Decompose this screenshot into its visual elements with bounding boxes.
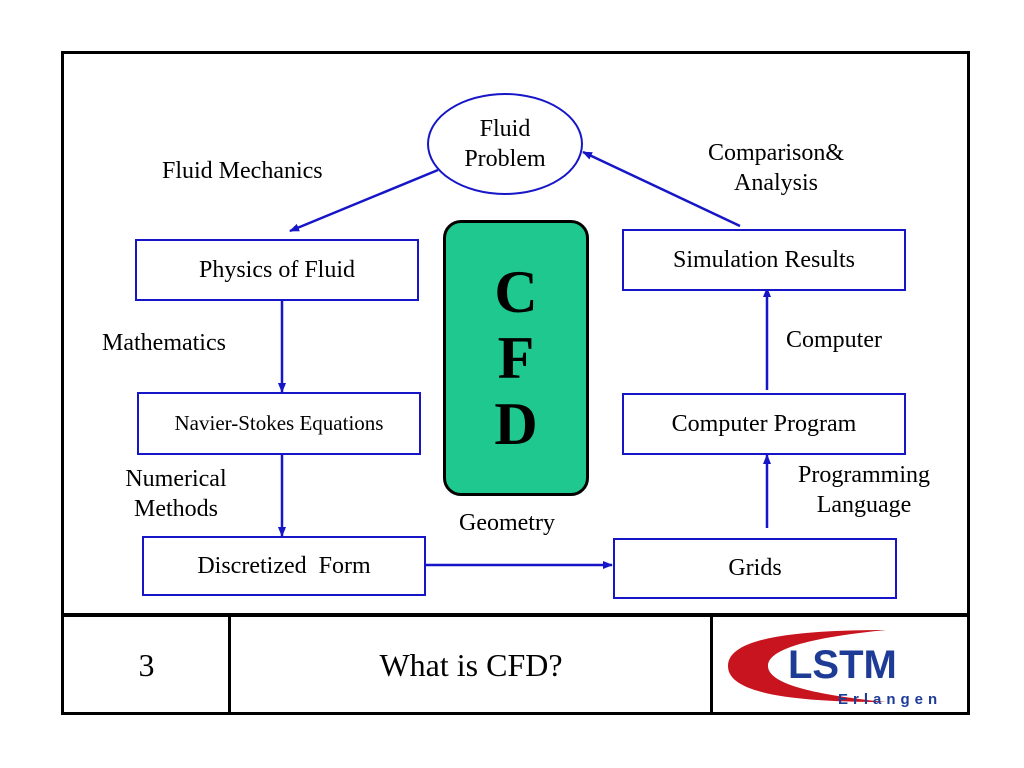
cfd-letter-f: F [497,325,535,391]
discretized-form-label: Discretized Form [197,552,371,579]
logo-main-text: LSTM [788,643,897,687]
logo-sub-text: Erlangen [838,691,942,708]
computer-program-label: Computer Program [671,410,857,437]
navier-stokes-label: Navier-Stokes Equations [174,411,384,435]
label-analysis: Analysis [734,170,818,196]
label-comparison: Comparison& [708,140,844,166]
slide-frame [61,51,970,715]
footer-divider [61,613,970,617]
simulation-results-label: Simulation Results [672,246,855,273]
cfd-letter-d: D [494,391,538,457]
cfd-block: C F D [443,220,589,496]
fluid-problem-line-2: Problem [464,146,546,172]
fluid-problem-node: Fluid Problem [427,93,583,195]
label-fluid-mechanics: Fluid Mechanics [162,158,323,184]
fluid-problem-line-1: Fluid [479,116,531,142]
label-programming: Programming [798,462,930,488]
label-methods: Methods [134,496,218,522]
cfd-letter-c: C [494,259,538,325]
slide-number: 3 [138,646,155,683]
physics-of-fluid-label: Physics of Fluid [198,256,356,283]
label-numerical: Numerical [125,466,227,492]
footer-separator-right [710,615,713,715]
simulation-results-box: Simulation Results [622,229,906,291]
label-mathematics: Mathematics [102,330,226,356]
navier-stokes-box: Navier-Stokes Equations [137,392,421,455]
label-programming-language: Programming Language [783,460,945,520]
grids-box: Grids [613,538,897,599]
physics-of-fluid-box: Physics of Fluid [135,239,419,301]
label-language: Language [816,492,912,518]
grids-label: Grids [728,555,782,581]
arrow-results-to-problem [582,150,741,228]
footer-separator-left [228,615,231,715]
logo-swoosh [728,630,886,702]
discretized-form-box: Discretized Form [142,536,426,596]
lstm-logo: LSTM Erlangen [716,620,966,712]
label-numerical-methods: Numerical Methods [112,464,240,524]
slide-title: What is CFD? [379,646,563,683]
label-computer: Computer [786,327,882,353]
label-geometry: Geometry [459,510,555,536]
arrow-problem-to-physics [289,168,439,233]
lstm-logo-graphic: LSTM Erlangen [728,630,942,708]
label-comparison-analysis: Comparison& Analysis [688,138,864,198]
computer-program-box: Computer Program [622,393,906,455]
